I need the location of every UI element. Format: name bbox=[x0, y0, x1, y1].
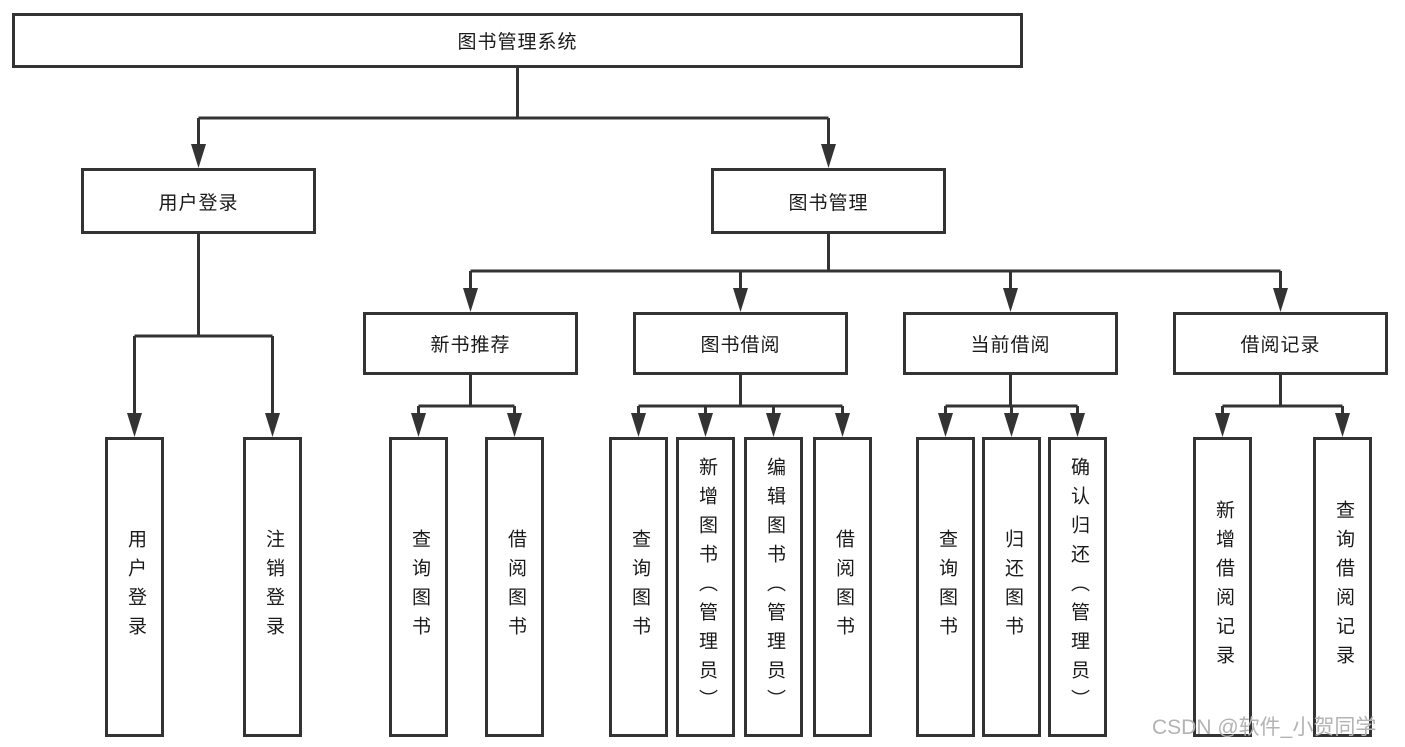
leaf-return-books: 归还图书 bbox=[982, 437, 1041, 737]
node-book-borrow-label: 图书借阅 bbox=[700, 335, 781, 356]
node-user-login: 用户登录 bbox=[81, 168, 316, 234]
leaf-query-books-recommend: 查询图书 bbox=[389, 437, 448, 737]
leaf-add-books-admin-label: 新增图书（管理员） bbox=[695, 456, 717, 718]
node-book-management: 图书管理 bbox=[711, 168, 946, 234]
leaf-logout: 注销登录 bbox=[243, 437, 302, 737]
leaf-query-books-current-label: 查询图书 bbox=[935, 529, 957, 645]
leaf-query-books-borrow: 查询图书 bbox=[609, 437, 668, 737]
node-new-book-recommend-label: 新书推荐 bbox=[430, 335, 511, 356]
leaf-borrow-books-label: 借阅图书 bbox=[832, 529, 854, 645]
leaf-add-borrow-record: 新增借阅记录 bbox=[1193, 437, 1252, 737]
connector-currentborrow-to-leaves bbox=[944, 375, 1079, 421]
node-borrow-record-label: 借阅记录 bbox=[1240, 335, 1321, 356]
leaf-query-books-recommend-label: 查询图书 bbox=[408, 529, 430, 645]
leaf-confirm-return-admin-label: 确认归还（管理员） bbox=[1067, 456, 1089, 718]
leaf-confirm-return-admin: 确认归还（管理员） bbox=[1048, 437, 1107, 737]
node-root-system: 图书管理系统 bbox=[12, 13, 1023, 68]
leaf-borrow-books-recommend: 借阅图书 bbox=[485, 437, 544, 737]
node-current-borrow-label: 当前借阅 bbox=[970, 335, 1051, 356]
leaf-edit-books-admin-label: 编辑图书（管理员） bbox=[763, 456, 785, 718]
node-new-book-recommend: 新书推荐 bbox=[363, 312, 578, 375]
leaf-borrow-books: 借阅图书 bbox=[813, 437, 872, 737]
csdn-watermark: CSDN @软件_小贺同学 bbox=[1152, 716, 1377, 739]
leaf-add-borrow-record-label: 新增借阅记录 bbox=[1212, 500, 1234, 674]
node-borrow-record: 借阅记录 bbox=[1173, 312, 1388, 375]
leaf-query-books-current: 查询图书 bbox=[916, 437, 975, 737]
leaf-return-books-label: 归还图书 bbox=[1001, 529, 1023, 645]
connector-root-to-level2 bbox=[197, 68, 830, 152]
node-current-borrow: 当前借阅 bbox=[903, 312, 1118, 375]
node-user-login-label: 用户登录 bbox=[158, 192, 239, 214]
node-book-management-label: 图书管理 bbox=[788, 192, 869, 214]
leaf-query-borrow-record: 查询借阅记录 bbox=[1313, 437, 1372, 737]
leaf-edit-books-admin: 编辑图书（管理员） bbox=[744, 437, 803, 737]
connector-borrowrecord-to-leaves bbox=[1221, 375, 1344, 421]
connector-bookmgmt-to-level3 bbox=[469, 234, 1282, 296]
connector-userlogin-to-leaves bbox=[133, 234, 274, 421]
leaf-user-login: 用户登录 bbox=[105, 437, 164, 737]
leaf-user-login-label: 用户登录 bbox=[124, 529, 146, 645]
leaf-logout-label: 注销登录 bbox=[262, 529, 284, 645]
connector-bookborrow-to-leaves bbox=[637, 375, 844, 421]
leaf-borrow-books-recommend-label: 借阅图书 bbox=[504, 529, 526, 645]
node-book-borrow: 图书借阅 bbox=[633, 312, 848, 375]
leaf-add-books-admin: 新增图书（管理员） bbox=[676, 437, 735, 737]
leaf-query-borrow-record-label: 查询借阅记录 bbox=[1332, 500, 1354, 674]
node-root-label: 图书管理系统 bbox=[457, 32, 578, 53]
connector-newbook-to-leaves bbox=[417, 375, 516, 421]
leaf-query-books-borrow-label: 查询图书 bbox=[628, 529, 650, 645]
